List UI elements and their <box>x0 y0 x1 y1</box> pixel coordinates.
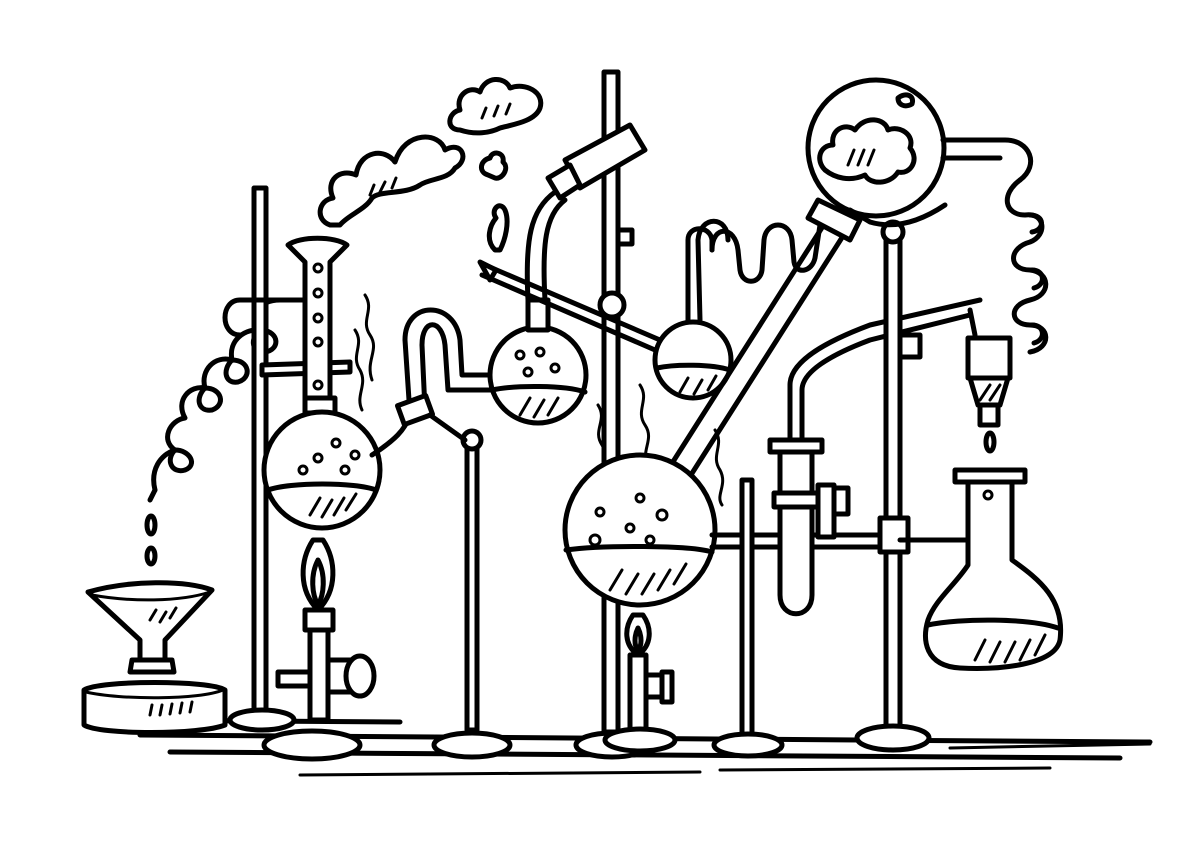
test-tube <box>767 297 983 617</box>
smoke-cloud-top <box>447 77 544 136</box>
ring-stand-2 <box>427 412 513 760</box>
u-tube <box>394 307 498 428</box>
burette-clamp <box>524 122 648 303</box>
bunsen-burner-left <box>261 537 377 762</box>
diagonal-condenser <box>652 197 863 503</box>
round-bottom-flask-small <box>652 226 734 401</box>
round-bottom-flask-left <box>261 395 413 531</box>
globe-flask-top-right <box>805 77 1034 228</box>
erlenmeyer-flask-right <box>897 467 1064 671</box>
round-bottom-flask-large <box>562 452 903 608</box>
smoke-cloud-large <box>317 134 466 228</box>
dropper <box>965 307 1013 454</box>
petri-dish <box>81 680 228 735</box>
bunsen-burner-center <box>602 612 678 754</box>
coil-condenser-right <box>1004 177 1049 355</box>
side-arm-tube <box>477 259 663 353</box>
round-bottom-flask-center <box>487 297 589 426</box>
ring-stand-4 <box>711 477 785 759</box>
funnel <box>85 580 215 675</box>
serpentine-tube <box>695 218 823 323</box>
ring-stand-5 <box>854 219 932 753</box>
smoke-puffs <box>479 150 510 253</box>
